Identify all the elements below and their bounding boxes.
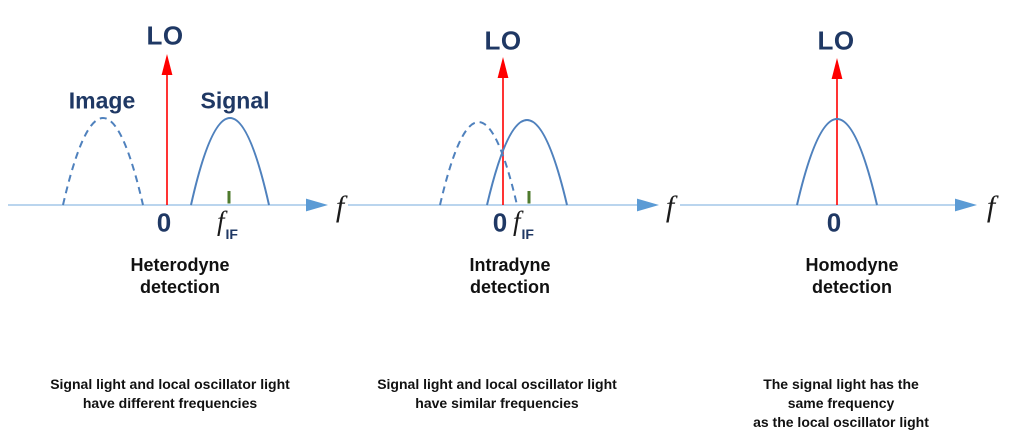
zero-tick-label: 0 <box>156 207 172 238</box>
image-spectrum-curve <box>62 117 144 206</box>
signal-label: Signal <box>200 87 270 114</box>
lo-label: LO <box>146 20 184 51</box>
homodyne-panel-shapes <box>680 58 977 212</box>
fif-label: fIF <box>513 206 534 242</box>
axis-arrowhead-icon <box>637 198 659 212</box>
panel-title: Heterodyne detection <box>130 255 230 297</box>
intradyne-panel-shapes <box>348 57 659 212</box>
frequency-axis-label: f <box>335 190 345 223</box>
image-spectrum-curve <box>439 121 518 206</box>
zero-tick-label: 0 <box>826 207 842 238</box>
image-label: Image <box>68 87 136 114</box>
signal-spectrum-curve <box>486 119 568 206</box>
lo-arrowhead-icon <box>161 54 173 75</box>
fif-f-symbol: f <box>217 206 225 236</box>
panel-caption: Signal light and local oscillator light … <box>50 376 290 411</box>
lo-label: LO <box>817 25 855 56</box>
zero-tick-label: 0 <box>492 207 508 238</box>
lo-label: LO <box>484 25 522 56</box>
panel-caption: The signal light has the same frequency … <box>753 376 929 430</box>
signal-spectrum-curve <box>796 118 878 206</box>
axis-arrowhead-icon <box>955 198 977 212</box>
lo-arrowhead-icon <box>831 58 843 79</box>
lo-arrowhead-icon <box>497 57 509 78</box>
signal-spectrum-curve <box>190 117 270 206</box>
frequency-axis-label: f <box>665 190 675 223</box>
fif-label: fIF <box>217 206 238 242</box>
fif-subscript: IF <box>521 226 534 242</box>
panel-caption: Signal light and local oscillator light … <box>377 376 617 411</box>
fif-f-symbol: f <box>513 206 521 236</box>
axis-arrowhead-icon <box>306 198 328 212</box>
heterodyne-panel-shapes <box>8 54 328 212</box>
panel-title: Intradyne detection <box>469 255 551 297</box>
frequency-axis-label: f <box>986 190 996 223</box>
fif-subscript: IF <box>225 226 238 242</box>
panel-title: Homodyne detection <box>805 255 899 297</box>
